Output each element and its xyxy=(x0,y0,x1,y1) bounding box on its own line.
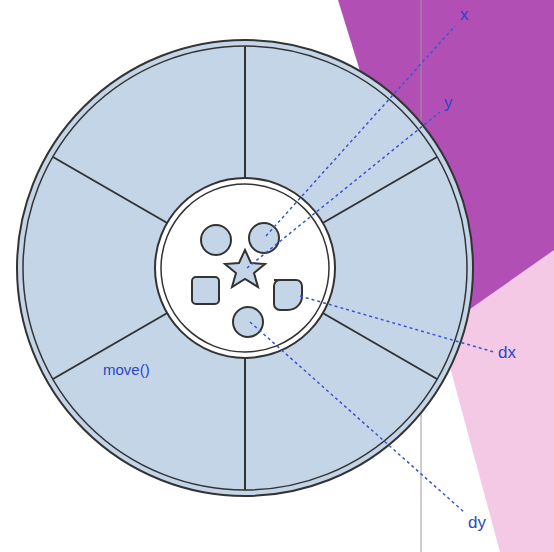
member-label: dx xyxy=(498,344,516,363)
member-label: x xyxy=(460,6,469,25)
member-label: move() xyxy=(103,362,150,379)
ring-dividers xyxy=(53,46,437,490)
member-label: y xyxy=(444,94,453,113)
inner-core xyxy=(161,184,329,352)
outer-ring xyxy=(23,46,467,490)
inner-core xyxy=(155,178,335,358)
outer-ring xyxy=(17,40,473,496)
member-label: dy xyxy=(468,514,486,533)
data-shapes xyxy=(192,223,302,337)
leader-lines xyxy=(247,26,494,512)
